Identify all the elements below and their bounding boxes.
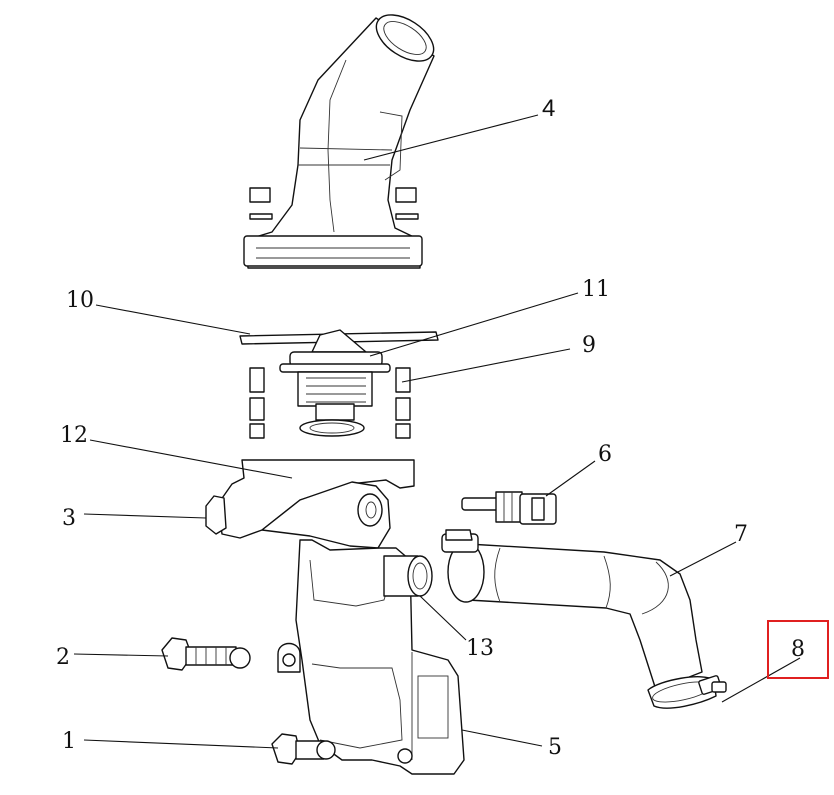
callout-10: 10	[66, 288, 94, 313]
callout-12: 12	[60, 423, 88, 448]
temp-sensor-part-6	[461, 491, 557, 525]
callout-7: 7	[734, 522, 748, 547]
callout-9: 9	[582, 333, 596, 358]
leader-lines	[73, 114, 801, 749]
callout-5: 5	[548, 735, 562, 760]
callout-1: 1	[62, 729, 76, 754]
callout-13: 13	[466, 636, 494, 661]
bolt-part-2	[161, 637, 251, 671]
callout-2: 2	[56, 645, 70, 670]
thermostat-part-11	[279, 329, 391, 437]
seals-part-9	[249, 367, 411, 439]
callout-6: 6	[598, 442, 612, 467]
callout-4: 4	[542, 95, 555, 122]
housing-body-part-5	[277, 539, 465, 775]
callout-3: 3	[62, 506, 76, 531]
hose-clamp-part-8	[647, 675, 727, 709]
outlet-pipe-part-4	[243, 14, 435, 269]
bolt-part-1	[271, 733, 336, 765]
highlight-box-callout-8	[767, 620, 829, 679]
callout-labels: 4 10 11 9 12 3 6 7 8 13 2 5 1	[56, 95, 805, 760]
callout-8: 8	[791, 637, 805, 662]
outlet-nipple-part-13	[383, 555, 433, 597]
housing-top-part-12	[217, 459, 415, 549]
plug-part-3	[205, 495, 227, 535]
coolant-hose-part-7	[441, 529, 703, 691]
callout-11: 11	[582, 277, 610, 302]
